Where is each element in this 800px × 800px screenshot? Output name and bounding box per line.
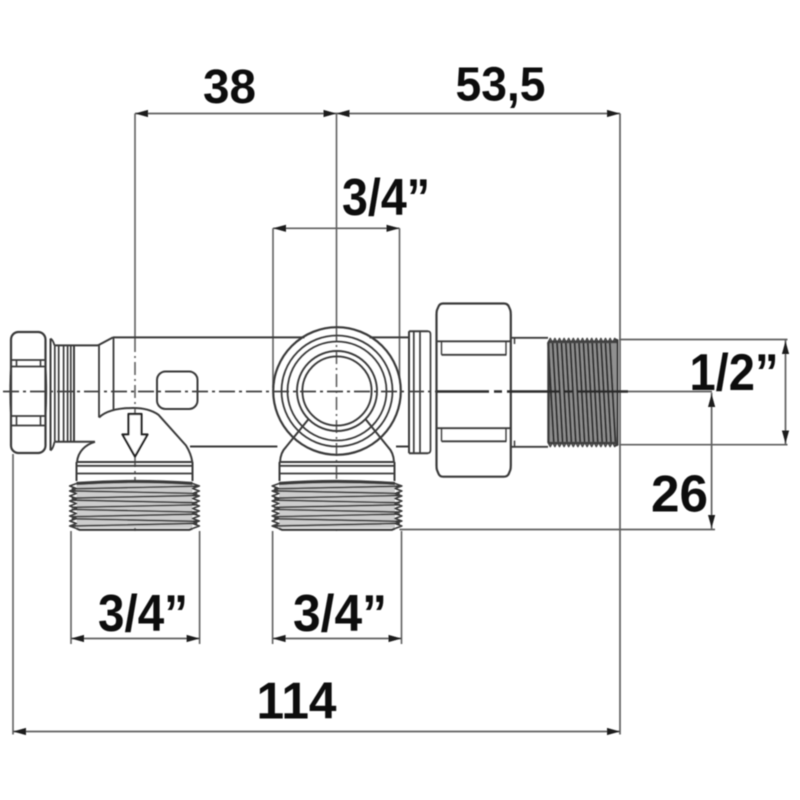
svg-text:38: 38	[203, 61, 256, 114]
svg-text:3/4”: 3/4”	[98, 585, 188, 643]
svg-text:114: 114	[257, 673, 337, 731]
svg-text:3/4”: 3/4”	[293, 585, 387, 643]
svg-text:26: 26	[651, 466, 708, 524]
svg-text:1/2”: 1/2”	[690, 344, 779, 402]
svg-text:3/4”: 3/4”	[342, 169, 430, 227]
svg-text:53,5: 53,5	[456, 59, 546, 112]
